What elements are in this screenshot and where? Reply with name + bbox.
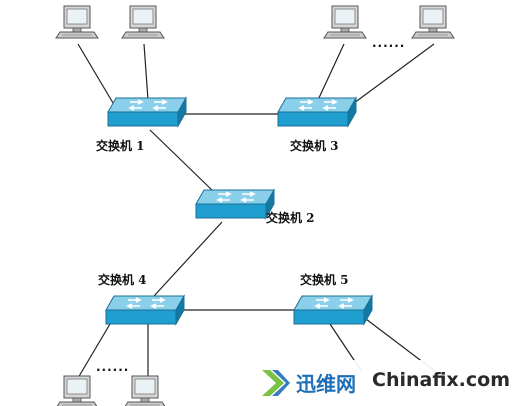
link-sw4-pc-bottom1 bbox=[77, 323, 111, 379]
switch-icon-5 bbox=[293, 295, 373, 325]
switch-label-5: 交换机 5 bbox=[300, 273, 349, 287]
link-sw1-sw2 bbox=[149, 129, 215, 193]
brand-name-en: Chinafix.com bbox=[372, 369, 511, 391]
switch-label-4: 交换机 4 bbox=[98, 273, 147, 287]
switch-label-1: 交换机 1 bbox=[96, 139, 145, 153]
computer-icon bbox=[55, 375, 99, 406]
link-pc-top3-sw3 bbox=[317, 43, 345, 101]
ellipsis-bottom: ...... bbox=[96, 360, 130, 374]
switch-icon-1 bbox=[107, 97, 187, 127]
brand-name-cn: 迅维网 bbox=[296, 372, 356, 396]
link-pc-top2-sw1 bbox=[143, 43, 149, 101]
brand-logo-icon bbox=[262, 370, 290, 396]
computer-icon bbox=[411, 5, 455, 39]
ellipsis-top: ...... bbox=[372, 36, 406, 50]
switch-label-2: 交换机 2 bbox=[266, 211, 315, 225]
watermark: 迅维网 Chinafix.com bbox=[256, 360, 532, 406]
switch-icon-4 bbox=[105, 295, 185, 325]
switch-icon-3 bbox=[277, 97, 357, 127]
computer-icon bbox=[323, 5, 367, 39]
computer-icon bbox=[55, 5, 99, 39]
switch-label-3: 交换机 3 bbox=[290, 139, 339, 153]
switch-icon-2 bbox=[195, 189, 275, 219]
link-sw2-sw4 bbox=[153, 221, 223, 297]
computer-icon bbox=[123, 375, 167, 406]
link-pc-top4-sw3 bbox=[349, 43, 435, 107]
network-links bbox=[77, 43, 437, 379]
link-pc-top1-sw1 bbox=[77, 43, 117, 109]
computer-icon bbox=[121, 5, 165, 39]
